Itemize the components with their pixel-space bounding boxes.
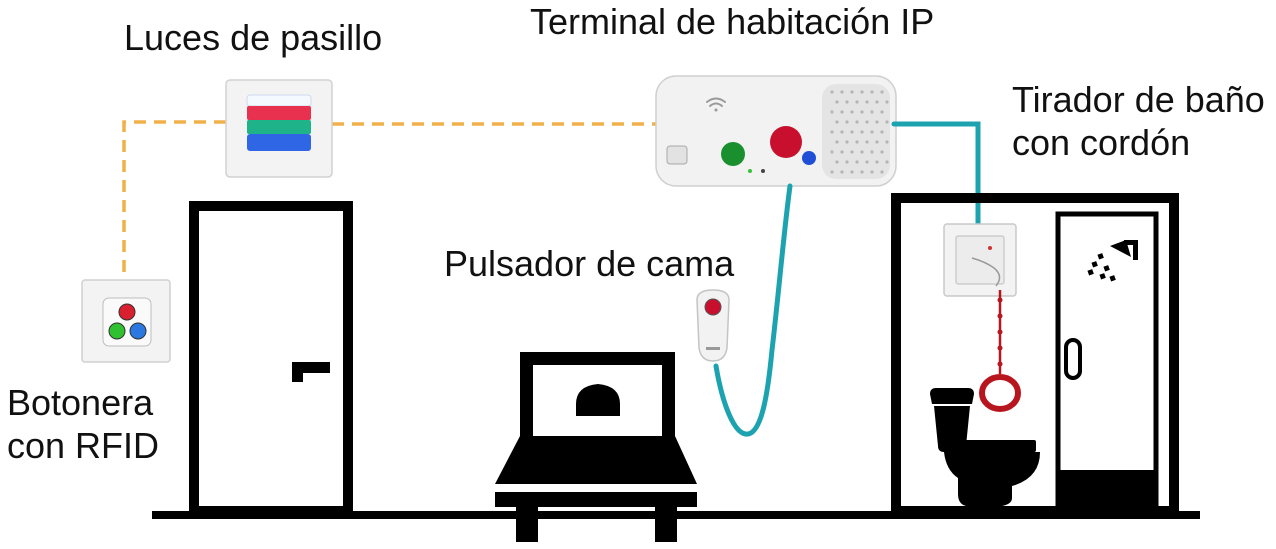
logo-badge — [666, 145, 688, 165]
pull-ring — [979, 374, 1021, 412]
label-bathroom-pull-line1: Tirador de baño — [1012, 79, 1265, 120]
speaker-grille — [830, 90, 889, 174]
toilet-icon — [930, 388, 1040, 506]
bed-icon — [495, 352, 697, 542]
bed-pendant-button — [696, 289, 730, 362]
label-bed-button: Pulsador de cama — [444, 243, 735, 284]
label-bathroom-pull-line2: con cordón — [1012, 122, 1191, 163]
audio-cables — [713, 121, 981, 437]
door-icon — [189, 201, 353, 516]
data-cable — [122, 120, 658, 272]
green-button — [721, 142, 745, 166]
shower-icon — [1087, 240, 1138, 282]
keypad-green-button — [108, 322, 126, 340]
blue-button — [802, 151, 816, 165]
bathroom-enclosure — [891, 193, 1179, 516]
label-room-terminal: Terminal de habitación IP — [530, 1, 935, 42]
shower-stall — [1055, 211, 1159, 513]
red-button — [770, 126, 802, 158]
room-terminal — [655, 75, 897, 187]
keypad-blue-button — [129, 322, 147, 340]
label-keypad-line1: Botonera — [7, 382, 154, 423]
label-hallway-lights: Luces de pasillo — [124, 17, 383, 58]
label-keypad-line2: con RFID — [7, 425, 160, 466]
bathroom-pull-cord — [943, 223, 1021, 412]
wifi-icon — [706, 97, 726, 112]
rfid-keypad — [81, 279, 171, 363]
keypad-red-button — [118, 303, 136, 321]
hallway-lights — [225, 79, 333, 178]
